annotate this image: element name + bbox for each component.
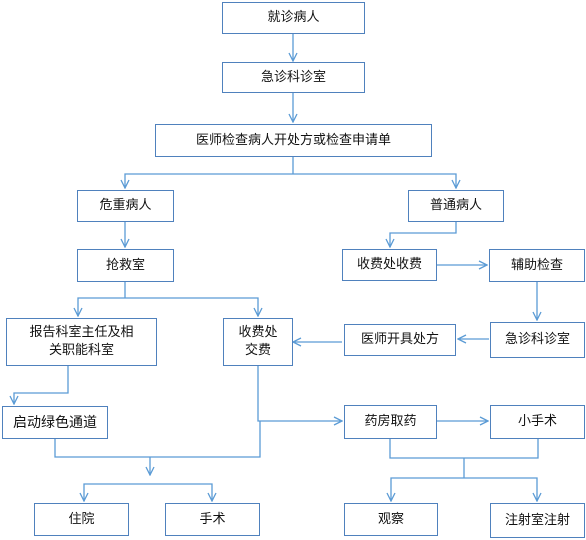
node-label: 小手术 xyxy=(517,414,557,429)
node-label: 普通病人 xyxy=(429,198,482,213)
edge-baogao-lvse xyxy=(14,366,69,404)
node-shoufei-shoufei: 收费处收费 xyxy=(342,249,437,281)
edge-split2-guancha xyxy=(391,477,464,501)
node-label: 抢救室 xyxy=(105,257,145,273)
node-label: 急诊科诊室 xyxy=(504,332,570,347)
edge-lvse-split xyxy=(54,421,261,458)
node-label: 报告科室主任及相 关职能科室 xyxy=(29,325,134,358)
node-jizhenke-bottom: 急诊科诊室 xyxy=(490,322,585,358)
node-zhuyuan: 住院 xyxy=(34,503,129,536)
node-label: 启动绿色通道 xyxy=(13,414,97,431)
edge-yaofang-split xyxy=(389,439,539,459)
node-jiuzhen: 就诊病人 xyxy=(222,2,365,34)
node-yishi-chufang: 医师开具处方 xyxy=(344,324,456,356)
node-zhusheshi: 注射室注射 xyxy=(490,503,585,538)
node-yishi-jiancha: 医师检查病人开处方或检查申请单 xyxy=(155,124,432,157)
node-label: 就诊病人 xyxy=(267,10,320,25)
node-fuzhu-jiancha: 辅助检查 xyxy=(489,249,585,282)
node-putong: 普通病人 xyxy=(408,190,504,222)
edge-split-shoushu xyxy=(150,483,212,501)
node-label: 危重病人 xyxy=(99,198,152,213)
node-shoufei-jiaofei: 收费处 交费 xyxy=(223,318,293,366)
node-yaofang: 药房取药 xyxy=(344,405,437,439)
node-label: 收费处 交费 xyxy=(238,325,278,358)
node-label: 医师检查病人开处方或检查申请单 xyxy=(195,132,391,148)
node-guancha: 观察 xyxy=(344,503,438,536)
edge-split-zhuyuan xyxy=(84,483,150,501)
node-weizhong: 危重病人 xyxy=(77,190,174,222)
node-label: 手术 xyxy=(199,511,226,527)
edge-split2-zhusheshi xyxy=(464,477,537,501)
node-label: 收费处收费 xyxy=(356,257,422,272)
node-baogao: 报告科室主任及相 关职能科室 xyxy=(6,318,157,366)
node-label: 住院 xyxy=(68,511,95,527)
edge-split-putong xyxy=(293,173,456,188)
node-label: 急诊科诊室 xyxy=(260,69,326,85)
node-label: 药房取药 xyxy=(364,414,417,429)
node-jizhenke-top: 急诊科诊室 xyxy=(222,62,365,93)
edge-split-weizhong xyxy=(125,173,293,188)
edge-putong-shoufei xyxy=(390,222,457,247)
node-shoushu: 手术 xyxy=(165,503,260,536)
node-lvse: 启动绿色通道 xyxy=(2,406,108,439)
edge-split-shoufei xyxy=(125,297,258,316)
node-xiaoshoushu: 小手术 xyxy=(490,405,585,439)
edge-split-baogao xyxy=(78,297,125,316)
node-label: 医师开具处方 xyxy=(360,332,439,347)
node-label: 观察 xyxy=(377,511,404,527)
edge-shoufei-yaofang xyxy=(257,366,342,421)
node-qiangjiu: 抢救室 xyxy=(77,249,174,282)
node-label: 注射室注射 xyxy=(504,512,570,528)
node-label: 辅助检查 xyxy=(510,257,563,273)
